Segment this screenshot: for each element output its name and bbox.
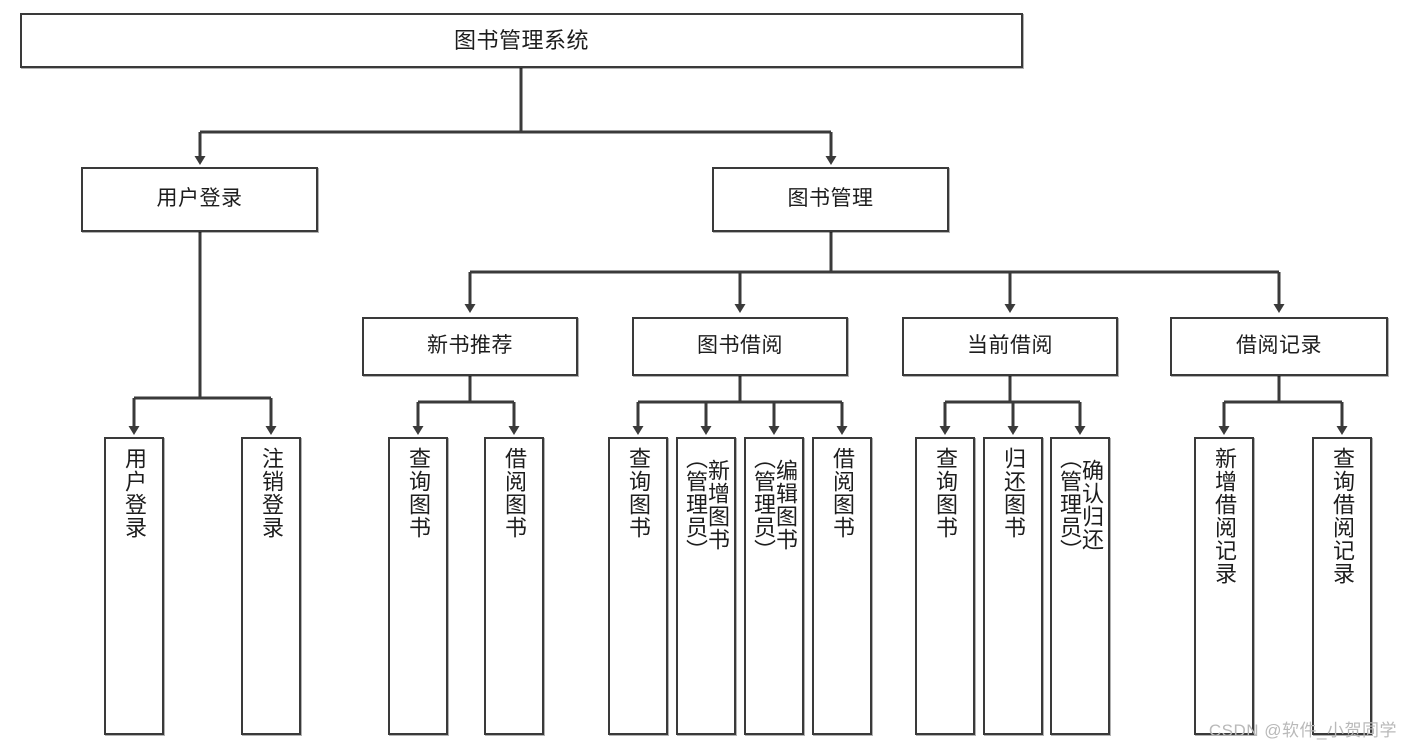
node-leaf-query-book-3[interactable]: 查询图书 — [915, 437, 975, 735]
watermark-csdn: CSDN @软件_小贺同学 — [1208, 721, 1397, 740]
node-label: 用户登录 — [122, 447, 147, 539]
node-label: 图书管理 — [787, 187, 874, 211]
node-leaf-query-book-2[interactable]: 查询图书 — [608, 437, 668, 735]
node-label: 图书管理系统 — [453, 27, 589, 53]
node-label: 用户登录 — [156, 187, 243, 211]
node-label: 编辑图书 （管理员） — [751, 447, 798, 562]
node-leaf-query-borrow-record[interactable]: 查询借阅记录 — [1312, 437, 1372, 735]
node-label: 注销登录 — [259, 447, 284, 539]
node-leaf-borrow-book-2[interactable]: 借阅图书 — [812, 437, 872, 735]
node-leaf-logout[interactable]: 注销登录 — [241, 437, 301, 735]
node-label: 新书推荐 — [427, 334, 513, 358]
node-book-management[interactable]: 图书管理 — [712, 167, 949, 232]
node-leaf-confirm-return[interactable]: 确认归还 （管理员） — [1050, 437, 1110, 735]
node-label: 查询图书 — [406, 447, 431, 539]
node-leaf-user-login[interactable]: 用户登录 — [104, 437, 164, 735]
node-label: 查询图书 — [626, 447, 651, 539]
node-label: 新增借阅记录 — [1212, 447, 1237, 585]
node-user-login[interactable]: 用户登录 — [81, 167, 318, 232]
node-label: 查询图书 — [933, 447, 958, 539]
node-label: 借阅记录 — [1236, 334, 1322, 358]
node-label: 归还图书 — [1001, 447, 1026, 539]
node-label: 图书借阅 — [697, 334, 783, 358]
node-leaf-add-borrow-record[interactable]: 新增借阅记录 — [1194, 437, 1254, 735]
node-root-book-management-system[interactable]: 图书管理系统 — [20, 13, 1023, 68]
node-label: 借阅图书 — [502, 447, 527, 539]
node-current-borrow[interactable]: 当前借阅 — [902, 317, 1118, 376]
node-label: 当前借阅 — [967, 334, 1053, 358]
node-label: 新增图书 （管理员） — [683, 447, 730, 562]
node-leaf-return-book[interactable]: 归还图书 — [983, 437, 1043, 735]
node-leaf-query-book-1[interactable]: 查询图书 — [388, 437, 448, 735]
node-borrow-record[interactable]: 借阅记录 — [1170, 317, 1388, 376]
node-new-book-recommendation[interactable]: 新书推荐 — [362, 317, 578, 376]
node-leaf-add-book[interactable]: 新增图书 （管理员） — [676, 437, 736, 735]
node-leaf-borrow-book-1[interactable]: 借阅图书 — [484, 437, 544, 735]
node-book-borrow[interactable]: 图书借阅 — [632, 317, 848, 376]
node-label: 借阅图书 — [830, 447, 855, 539]
node-leaf-edit-book[interactable]: 编辑图书 （管理员） — [744, 437, 804, 735]
node-label: 查询借阅记录 — [1330, 447, 1355, 585]
node-label: 确认归还 （管理员） — [1057, 447, 1104, 562]
